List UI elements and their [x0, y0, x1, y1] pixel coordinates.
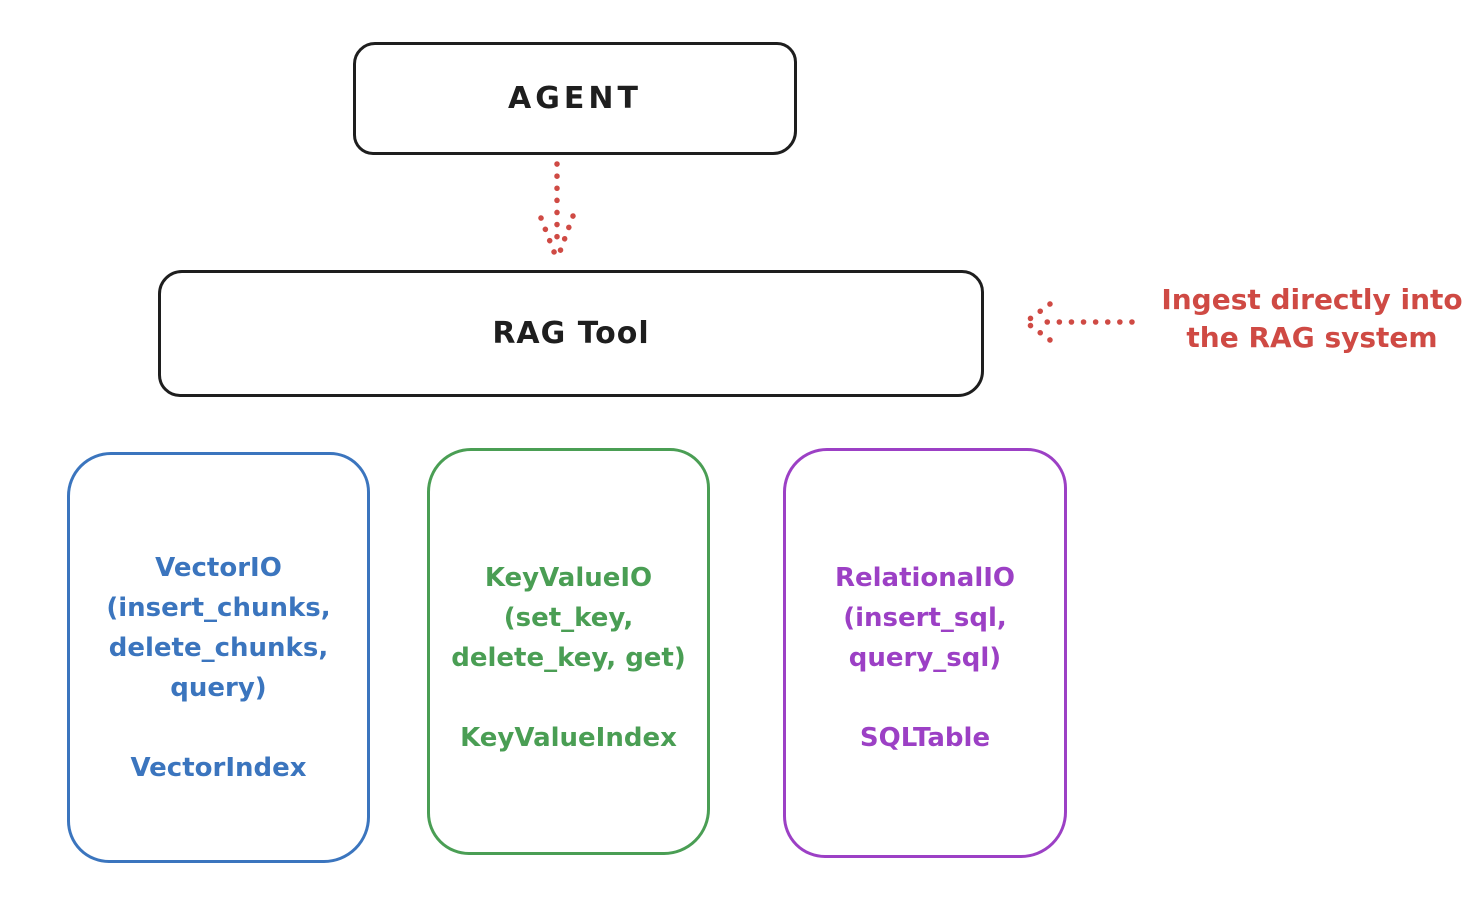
relational-io-line: RelationalIO	[834, 563, 1016, 593]
spacer	[106, 708, 330, 748]
spacer	[835, 678, 1015, 718]
relational-index-label: SQLTable	[859, 723, 991, 753]
relational-io-box: RelationalIO (insert_sql, query_sql) SQL…	[783, 448, 1067, 858]
keyvalue-io-box: KeyValueIO (set_key, delete_key, get) Ke…	[427, 448, 710, 855]
keyvalue-io-text: KeyValueIO (set_key, delete_key, get) Ke…	[451, 558, 686, 758]
agent-label: AGENT	[508, 81, 642, 116]
spacer	[451, 678, 686, 718]
ingest-annotation-line1: Ingest directly into	[1161, 283, 1463, 316]
agent-to-ragtool-arrow-icon	[538, 161, 576, 260]
vector-io-line: delete_chunks,	[108, 633, 329, 663]
vector-io-box: VectorIO (insert_chunks, delete_chunks, …	[67, 452, 370, 863]
relational-io-text: RelationalIO (insert_sql, query_sql) SQL…	[835, 558, 1015, 758]
vector-io-line: VectorIO	[155, 553, 282, 583]
relational-io-line: query_sql)	[848, 643, 1002, 673]
rag-tool-box: RAG Tool	[158, 270, 984, 397]
keyvalue-io-line: KeyValueIO	[484, 563, 653, 593]
agent-box: AGENT	[353, 42, 797, 155]
ingest-annotation: Ingest directly into the RAG system	[1138, 281, 1484, 357]
vector-io-text: VectorIO (insert_chunks, delete_chunks, …	[106, 548, 330, 788]
vector-io-line: query)	[170, 673, 267, 703]
ingest-annotation-line2: the RAG system	[1186, 321, 1438, 354]
ingest-arrow-icon	[1024, 301, 1135, 343]
keyvalue-io-line: delete_key, get)	[451, 643, 686, 673]
relational-io-line: (insert_sql,	[843, 603, 1007, 633]
keyvalue-index-label: KeyValueIndex	[460, 723, 677, 753]
rag-tool-label: RAG Tool	[492, 316, 650, 351]
keyvalue-io-line: (set_key,	[503, 603, 634, 633]
vector-index-label: VectorIndex	[130, 753, 307, 783]
vector-io-line: (insert_chunks,	[106, 593, 331, 623]
